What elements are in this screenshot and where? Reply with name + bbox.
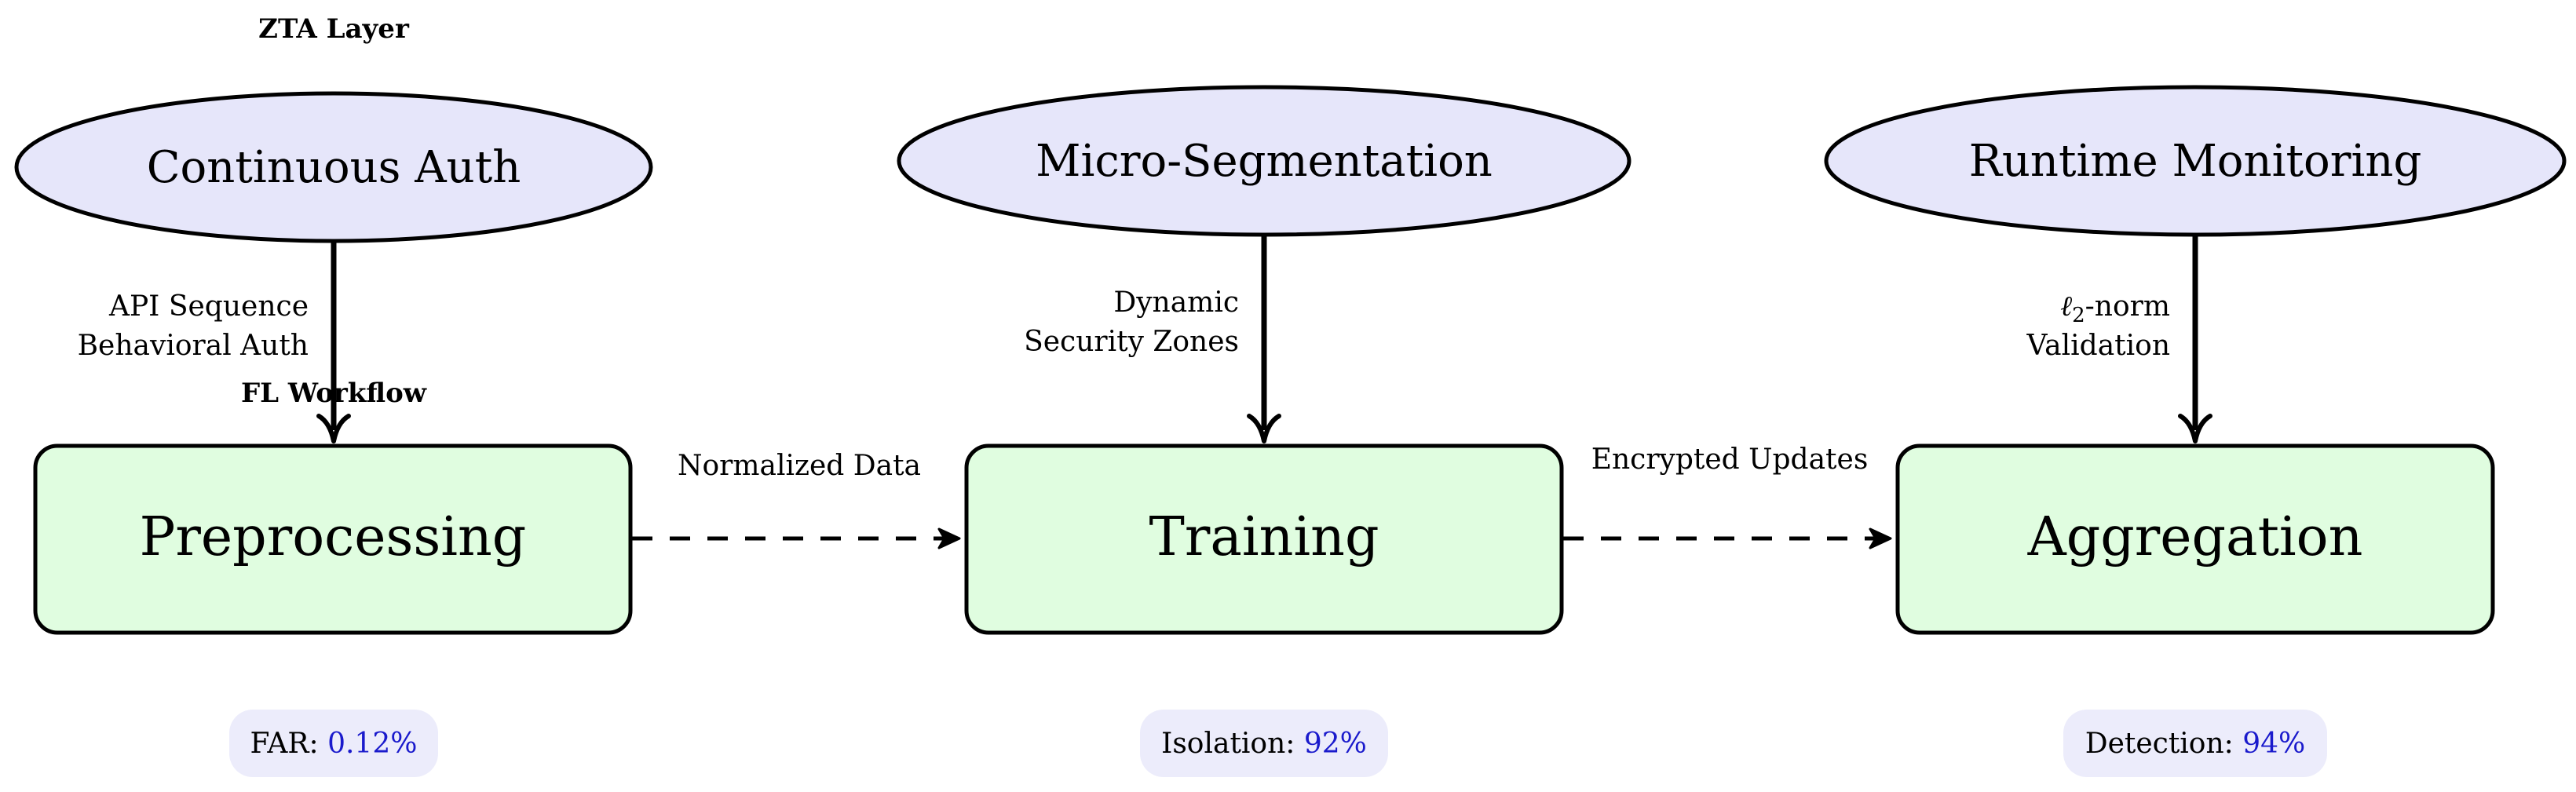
zta-node-label: Continuous Auth [147,142,521,193]
flow-training-to-aggregation: Encrypted Updates [1563,443,1892,549]
edge-label-line1: Dynamic [1113,287,1239,319]
ell-rest: -norm [2085,290,2170,323]
edge-label-line2: Security Zones [1024,326,1239,358]
arrowhead-icon [2178,414,2212,443]
fl-node-training: Training [964,443,1564,635]
metric-value: 94% [2242,728,2305,760]
fl-node-preprocessing: Preprocessing [33,443,633,635]
arrowhead-icon [1247,414,1281,443]
zta-node-runtime-monitoring: Runtime Monitoring [1824,85,2567,237]
zta-node-label: Runtime Monitoring [1969,136,2422,187]
edge-segmentation-to-training: Dynamic Security Zones [1024,235,1281,443]
edge-label-line1: ℓ2-norm [2060,290,2170,327]
fl-workflow-label: FL Workflow [241,378,427,409]
ell-symbol: ℓ [2060,290,2072,323]
arrowhead-icon [316,414,351,443]
flow-label: Encrypted Updates [1591,443,1869,476]
metric-value: 92% [1304,728,1367,760]
flow-preprocessing-to-training: Normalized Data [632,450,961,549]
metric-badge-far: FAR: 0.12% [229,710,438,777]
fl-box [1895,443,2495,635]
metric-badge-detection: Detection: 94% [2063,710,2327,777]
edge-label-line2: Validation [2026,330,2170,362]
edge-label-line1: API Sequence [108,290,309,323]
flow-label: Normalized Data [678,450,921,482]
edge-monitoring-to-aggregation: ℓ2-norm Validation [2026,235,2212,443]
metric-name: Isolation: [1161,728,1295,760]
arrowhead-icon [1869,527,1892,549]
zta-node-micro-segmentation: Micro-Segmentation [897,85,1631,237]
ell-subscript: 2 [2072,304,2085,327]
arrowhead-icon [937,527,961,549]
zta-node-label: Micro-Segmentation [1036,136,1493,187]
fl-box [33,443,633,635]
metric-value: 0.12% [327,728,417,760]
metric-text: Detection: 94% [2085,728,2306,760]
edge-auth-to-preprocessing: API Sequence Behavioral Auth [78,241,351,443]
fl-node-label: Preprocessing [140,506,527,568]
fl-box [964,443,1564,635]
fl-node-label: Training [1149,506,1379,568]
badge-background [229,710,438,777]
metric-name: FAR: [250,728,319,760]
metric-badge-isolation: Isolation: 92% [1140,710,1388,777]
badge-background [2063,710,2327,777]
fl-node-label: Aggregation [2027,506,2363,568]
badge-background [1140,710,1388,777]
zta-node-continuous-auth: Continuous Auth [14,91,653,243]
metric-text: FAR: 0.12% [250,728,418,760]
metric-name: Detection: [2085,728,2234,760]
edge-label-line2: Behavioral Auth [78,330,309,362]
fl-node-aggregation: Aggregation [1895,443,2495,635]
metric-text: Isolation: 92% [1161,728,1367,760]
zta-layer-label: ZTA Layer [258,13,410,45]
